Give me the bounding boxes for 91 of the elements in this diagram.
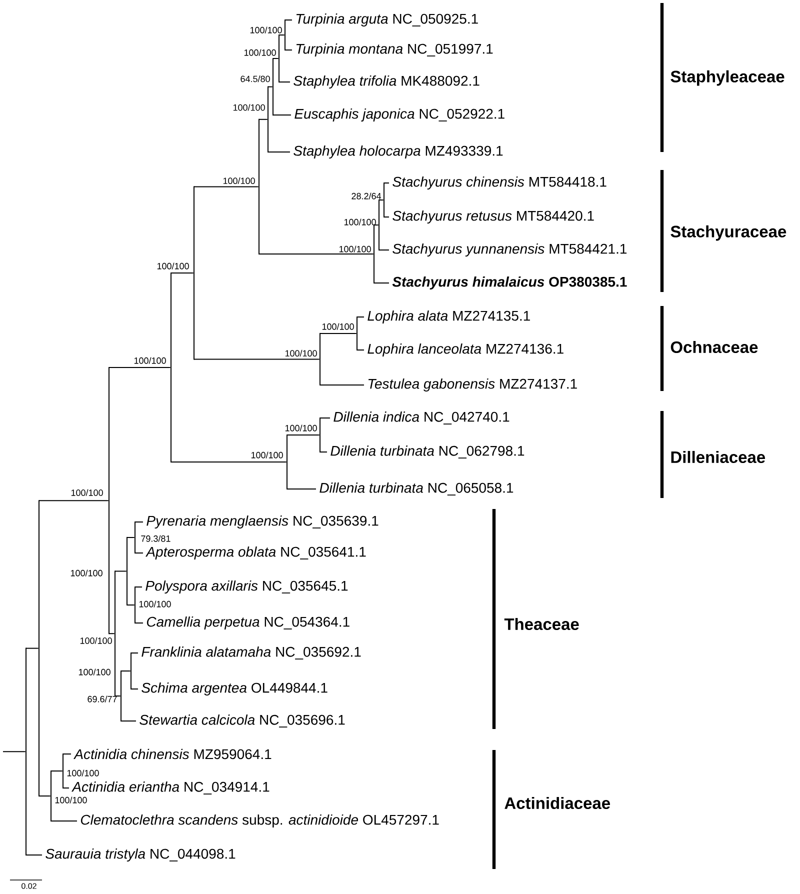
tree-branch [194,186,259,188]
support-value: 100/100 [71,489,103,496]
taxon-label: Lophira alata MZ274135.1 [368,310,530,324]
clade-name: Stachyuraceae [670,225,786,241]
support-value: 100/100 [233,104,265,111]
tree-branch [320,384,364,386]
taxon-label: Actinidia eriantha NC_034914.1 [72,782,270,794]
support-value: 100/100 [344,218,376,226]
taxon-label: Dillenia indica NC_042740.1 [334,412,510,424]
support-value: 64.5/80 [240,76,270,82]
tree-branch [126,537,135,538]
taxon-label: Staphylea trifolia MK488092.1 [294,75,480,89]
taxon-label: Polyspora axillaris NC_035645.1 [146,580,348,594]
tree-branch [170,272,194,274]
taxon-label: Stachyurus himalaicus OP380385.1 [392,276,627,290]
tree-branch [108,633,115,634]
tree-branch [134,552,144,554]
support-value: 100/100 [339,246,371,252]
tree-branch [194,358,320,360]
taxon-label: Apterosperma oblata NC_035641.1 [146,546,366,560]
tree-branch [374,224,379,226]
support-value: 100/100 [250,26,282,34]
tree-branch [272,58,279,59]
support-value: 100/100 [78,668,110,676]
taxon-label: Turpinia arguta NC_050925.1 [296,13,478,27]
taxon-label: Stachyurus chinensis MT584418.1 [392,176,606,190]
tree-branch [134,622,144,624]
tree-branch [26,854,42,856]
taxon-label: Saurauia tristyla NC_044098.1 [46,848,236,862]
tree-branch [356,316,364,318]
support-value: 100/100 [134,357,166,364]
tree-branch [2,751,26,752]
taxon-label: Actinidia chinensis MZ959064.1 [74,748,272,760]
clade-name: Ochnaceae [670,340,758,354]
support-value: 100/100 [223,177,255,184]
tree-branch [134,586,142,588]
taxon-label: Stachyurus yunnanensis MT584421.1 [392,243,627,257]
tree-branch [130,652,138,654]
tree-branch [278,34,285,36]
support-value: 100/100 [157,262,189,270]
taxon-label: Stachyurus retusus MT584420.1 [392,210,594,224]
tree-branch [108,367,171,368]
support-value: 100/100 [80,637,112,644]
scale-value: 0.02 [22,883,36,889]
tree-branch [268,86,273,88]
taxon-label: Dillenia turbinata NC_062798.1 [330,446,524,458]
taxon-label: Stewartia calcicola NC_035696.1 [140,714,345,728]
support-value: 100/100 [285,424,317,432]
support-value: 100/100 [251,452,283,458]
support-value: 100/100 [322,323,354,330]
tree-branch [384,182,390,184]
taxon-label: Clematoclethra scandens subsp. actinidioide OL457297.1 [80,814,439,828]
taxon-label: Turpinia montana NC_051997.1 [296,43,493,57]
support-value: 100/100 [70,570,102,576]
support-value: 28.2/64 [352,192,382,200]
taxon-label: Euscaphis japonica NC_052922.1 [294,108,504,122]
taxon-label: Staphylea holocarpa MZ493339.1 [294,145,503,159]
support-value: 79.3/81 [141,535,170,542]
tree-branch [272,114,292,116]
clade-name: Actinidiaceae [504,796,610,810]
clade-name: Dilleniaceae [671,450,766,464]
tree-branch [26,648,39,649]
tree-branch [258,118,268,120]
tree-branch [50,770,63,772]
tree-branch [130,688,138,690]
taxon-label: Pyrenaria menglaensis NC_035639.1 [146,515,378,529]
support-value: 100/100 [244,49,276,56]
tree-branch [50,820,78,822]
taxon-label: Schima argentea OL449844.1 [142,682,328,696]
taxon-label: Testulea gabonensis MZ274137.1 [368,378,577,392]
taxon-label: Lophira lanceolata MZ274136.1 [368,343,564,357]
support-value: 100/100 [139,600,171,608]
support-value: 100/100 [285,350,317,357]
tree-branch [286,434,320,436]
tree-branch [374,282,390,284]
clade-name: Staphyleaceae [670,70,784,86]
tree-branch [384,216,390,218]
tree-branch [120,670,131,672]
support-value: 100/100 [67,770,99,776]
taxon-label: Franklinia alatamaha NC_035692.1 [142,646,361,660]
tree-branch [286,488,316,490]
taxon-label: Dillenia turbinata NC_065058.1 [320,482,514,496]
tree-branch [114,570,127,572]
tree-branch [120,720,136,722]
support-value: 100/100 [55,796,87,804]
tree-branch [126,604,135,606]
support-value: 69.6/77 [88,696,117,702]
tree-branch [320,333,357,334]
tree-branch [38,500,109,502]
clade-name: Theaceae [504,618,579,630]
taxon-label: Camellia perpetua NC_054364.1 [146,616,350,630]
